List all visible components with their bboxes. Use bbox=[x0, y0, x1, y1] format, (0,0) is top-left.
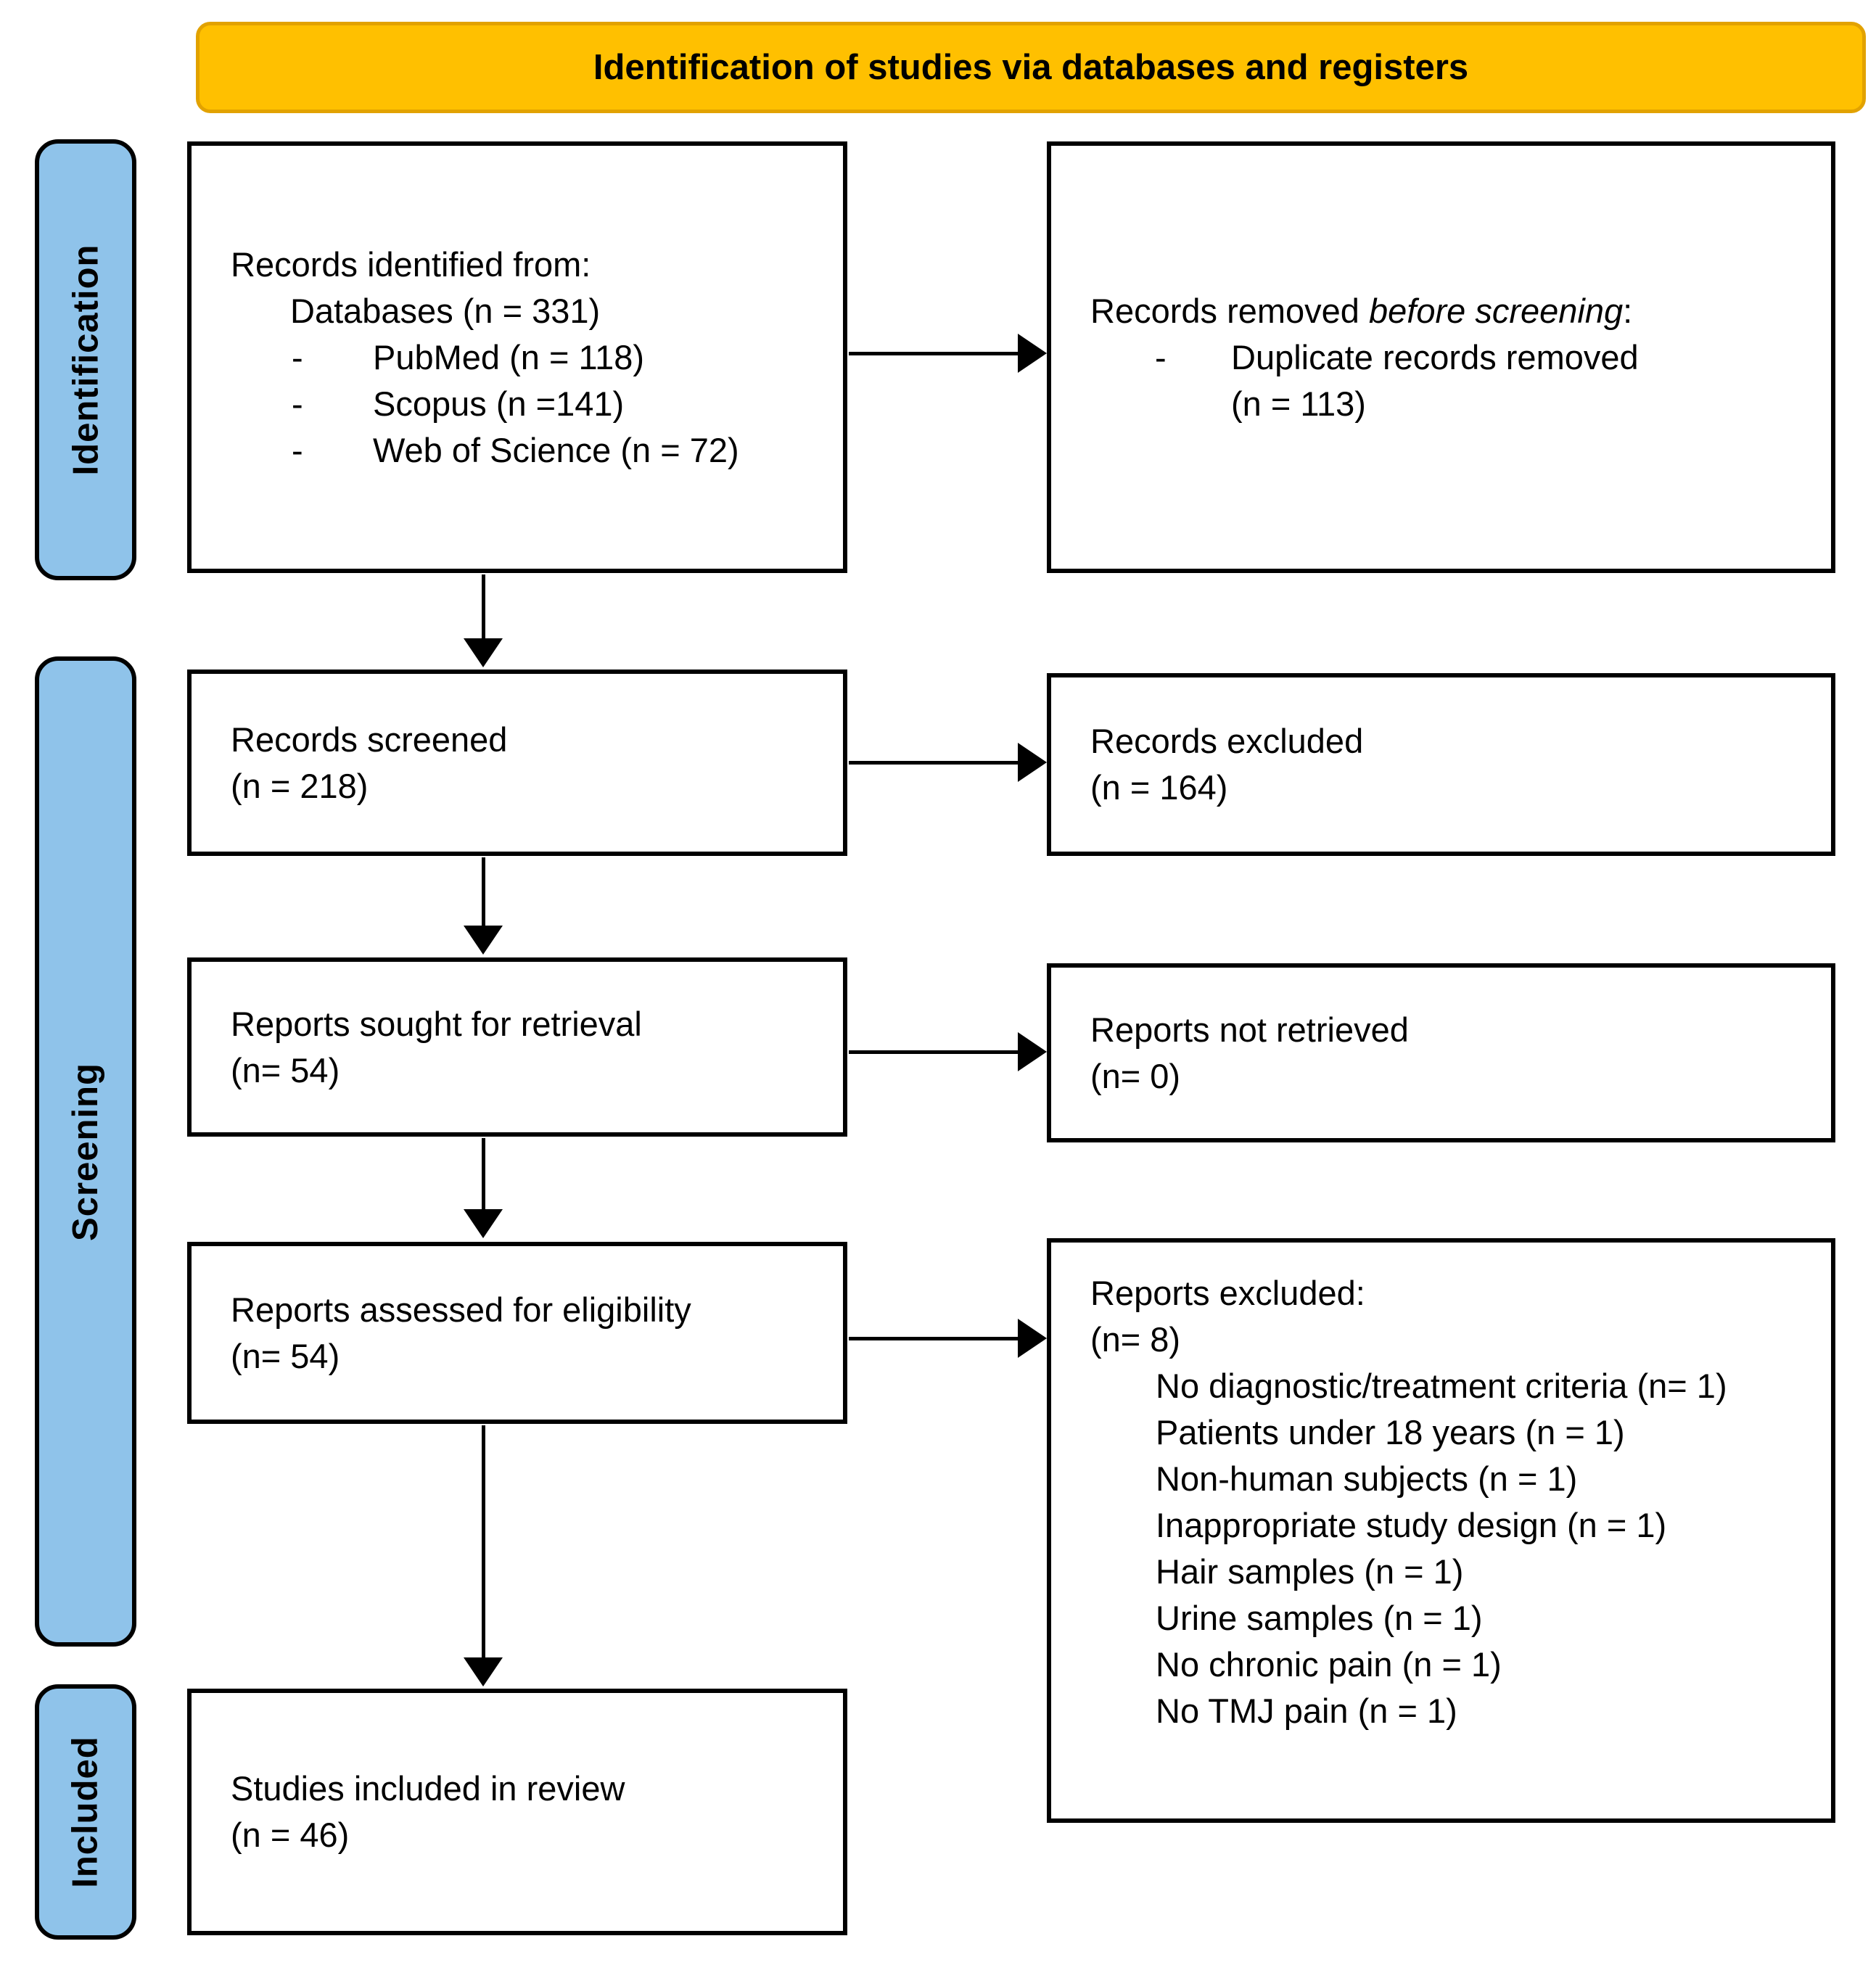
records-identified-bullet-row: - Scopus (n =141) bbox=[292, 381, 826, 427]
arrow-line bbox=[482, 1425, 485, 1659]
bullet-dash: - bbox=[292, 337, 303, 376]
arrow-head-right-icon bbox=[1018, 743, 1047, 782]
box-reports-excluded: Reports excluded: (n= 8) No diagnostic/t… bbox=[1047, 1238, 1835, 1823]
bullet-dash: - bbox=[292, 384, 303, 423]
arrow-head-right-icon bbox=[1018, 334, 1047, 373]
box-reports-sought: Reports sought for retrieval (n= 54) bbox=[187, 957, 847, 1137]
stage-included-label: Included bbox=[66, 1736, 105, 1888]
records-excluded-line2: (n = 164) bbox=[1090, 768, 1228, 807]
studies-included-line1: Studies included in review bbox=[231, 1769, 625, 1808]
records-removed-bullet-row: - Duplicate records removed (n = 113) bbox=[1155, 334, 1814, 427]
reports-excluded-item-6: No chronic pain (n = 1) bbox=[1156, 1645, 1502, 1684]
stage-included: Included bbox=[35, 1684, 136, 1940]
records-removed-bullet-line1: Duplicate records removed bbox=[1231, 337, 1639, 376]
records-identified-bullet-row: - Web of Science (n = 72) bbox=[292, 427, 826, 474]
records-removed-bullet-text: Duplicate records removed (n = 113) bbox=[1231, 334, 1639, 427]
box-reports-not-retrieved: Reports not retrieved (n= 0) bbox=[1047, 963, 1835, 1142]
reports-excluded-line1: Reports excluded: bbox=[1090, 1274, 1365, 1312]
reports-sought-line1: Reports sought for retrieval bbox=[231, 1004, 642, 1043]
banner-title: Identification of studies via databases … bbox=[196, 22, 1866, 113]
arrow-head-right-icon bbox=[1018, 1319, 1047, 1358]
reports-excluded-line2: (n= 8) bbox=[1090, 1320, 1181, 1359]
records-removed-title-italic: before screening bbox=[1369, 291, 1624, 330]
stage-identification: Identification bbox=[35, 139, 136, 580]
reports-excluded-item-4: Hair samples (n = 1) bbox=[1156, 1552, 1464, 1591]
arrow-line bbox=[849, 1050, 1019, 1054]
box-reports-assessed: Reports assessed for eligibility (n= 54) bbox=[187, 1242, 847, 1424]
arrow-line bbox=[482, 574, 485, 640]
records-identified-line2: Databases (n = 331) bbox=[290, 291, 601, 330]
arrow-line bbox=[482, 1138, 485, 1211]
box-records-identified: Records identified from: Databases (n = … bbox=[187, 141, 847, 573]
records-excluded-line1: Records excluded bbox=[1090, 722, 1364, 760]
records-identified-bullet-2: Web of Science (n = 72) bbox=[373, 430, 739, 469]
arrow-head-down-icon bbox=[464, 926, 503, 955]
box-records-removed: Records removed before screening: - Dupl… bbox=[1047, 141, 1835, 573]
records-screened-line2: (n = 218) bbox=[231, 766, 369, 805]
stage-screening-label: Screening bbox=[66, 1062, 106, 1241]
reports-assessed-line2: (n= 54) bbox=[231, 1336, 340, 1375]
arrow-head-down-icon bbox=[464, 1209, 503, 1238]
box-records-excluded: Records excluded (n = 164) bbox=[1047, 673, 1835, 856]
reports-excluded-item-5: Urine samples (n = 1) bbox=[1156, 1599, 1483, 1637]
reports-not-retrieved-line1: Reports not retrieved bbox=[1090, 1010, 1409, 1049]
stage-identification-label: Identification bbox=[66, 244, 106, 476]
records-removed-title-suffix: : bbox=[1623, 291, 1633, 330]
stage-screening: Screening bbox=[35, 656, 136, 1647]
arrow-head-right-icon bbox=[1018, 1032, 1047, 1071]
reports-not-retrieved-line2: (n= 0) bbox=[1090, 1056, 1181, 1095]
arrow-head-down-icon bbox=[464, 638, 503, 667]
reports-sought-line2: (n= 54) bbox=[231, 1050, 340, 1089]
arrow-line bbox=[849, 352, 1019, 355]
reports-excluded-item-1: Patients under 18 years (n = 1) bbox=[1156, 1413, 1625, 1451]
banner-title-text: Identification of studies via databases … bbox=[593, 48, 1469, 87]
reports-excluded-item-7: No TMJ pain (n = 1) bbox=[1156, 1692, 1457, 1730]
records-removed-bullet-line2: (n = 113) bbox=[1231, 384, 1366, 423]
studies-included-line2: (n = 46) bbox=[231, 1816, 350, 1854]
reports-excluded-item-3: Inappropriate study design (n = 1) bbox=[1156, 1506, 1667, 1544]
bullet-dash: - bbox=[1155, 337, 1167, 376]
reports-excluded-item-0: No diagnostic/treatment criteria (n= 1) bbox=[1156, 1367, 1727, 1405]
arrow-line bbox=[849, 1337, 1019, 1340]
box-studies-included: Studies included in review (n = 46) bbox=[187, 1689, 847, 1935]
records-identified-line1: Records identified from: bbox=[231, 244, 591, 284]
arrow-head-down-icon bbox=[464, 1657, 503, 1686]
records-removed-title-prefix: Records removed bbox=[1090, 291, 1369, 330]
records-identified-bullet-row: - PubMed (n = 118) bbox=[292, 334, 826, 381]
records-removed-title: Records removed before screening: bbox=[1090, 288, 1814, 334]
bullet-dash: - bbox=[292, 430, 303, 469]
arrow-line bbox=[849, 761, 1019, 765]
reports-assessed-line1: Reports assessed for eligibility bbox=[231, 1290, 691, 1329]
records-identified-bullet-0: PubMed (n = 118) bbox=[373, 337, 645, 376]
reports-excluded-item-2: Non-human subjects (n = 1) bbox=[1156, 1459, 1578, 1498]
records-screened-line1: Records screened bbox=[231, 720, 508, 759]
arrow-line bbox=[482, 857, 485, 927]
box-records-screened: Records screened (n = 218) bbox=[187, 670, 847, 856]
records-identified-bullet-1: Scopus (n =141) bbox=[373, 384, 625, 423]
